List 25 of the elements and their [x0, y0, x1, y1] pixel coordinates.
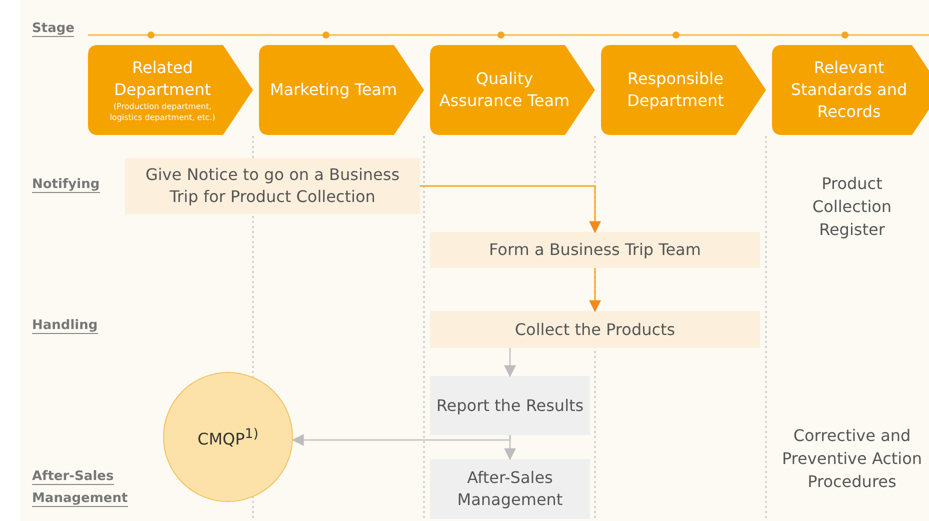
stage-title: Relevant Standards and Records: [790, 57, 908, 123]
lane-label: Stage: [32, 21, 74, 37]
result-box: After-Sales Management: [430, 459, 590, 519]
process-box: Give Notice to go on a Business Trip for Product Collection: [125, 158, 420, 214]
arrow: [420, 185, 601, 234]
lane-label: Notifying: [32, 177, 100, 193]
stage-header: [430, 45, 595, 135]
arrow: [292, 434, 511, 446]
lane-label: Handling: [32, 318, 98, 334]
stage-header: [772, 45, 929, 135]
stage-title: Quality Assurance Team: [438, 68, 571, 112]
arrow: [504, 348, 516, 378]
stage-title: Marketing Team: [268, 79, 398, 101]
stage-title: Related Department: [113, 57, 212, 101]
stage-header: [601, 45, 766, 135]
record-text: Product Collection Register: [811, 173, 893, 241]
process-box: Collect the Products: [430, 311, 760, 348]
result-box: Report the Results: [430, 376, 590, 435]
record-text: Corrective and Preventive Action Procedures: [780, 425, 924, 493]
stage-header: [88, 45, 253, 135]
process-box: Form a Business Trip Team: [430, 232, 760, 268]
stage-header: [259, 45, 424, 135]
stage-note: (Production department, logistics department, etc.): [108, 101, 216, 123]
stage-title: Responsible Department: [626, 68, 725, 112]
arrow: [589, 268, 601, 312]
